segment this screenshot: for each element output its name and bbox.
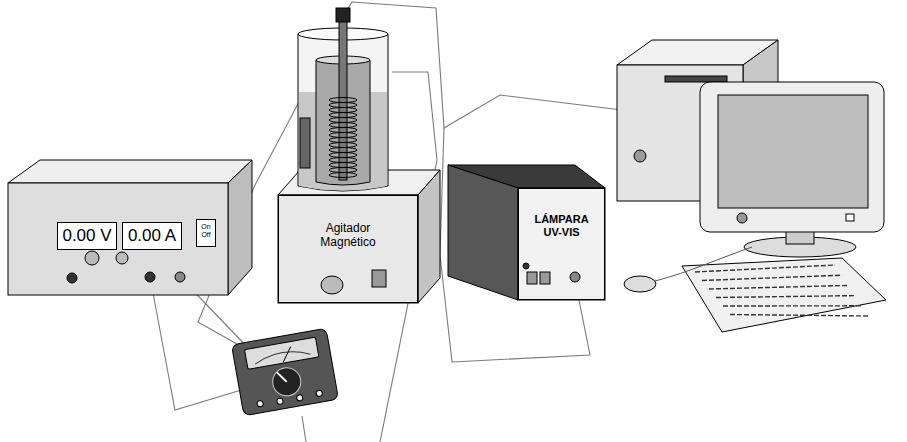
computer-tower-part: [665, 76, 727, 82]
keyboard-part: [682, 258, 886, 332]
display-reading: 0.00 A: [128, 226, 176, 246]
monitor-part: [718, 95, 868, 208]
uv-vis-lamp: [448, 165, 605, 300]
coil-electrode-part: [329, 158, 357, 163]
uv-vis-lamp-part: [527, 272, 537, 284]
coil-electrode-part: [329, 173, 357, 178]
uv-vis-lamp-part: [448, 165, 518, 300]
monitor-part: [737, 213, 747, 223]
coil-electrode-part: [329, 168, 357, 173]
beaker-cell-part: [339, 18, 347, 180]
keyboard-keys-part: [709, 285, 849, 289]
device-label: LÁMPARA UV-VIS: [527, 213, 597, 238]
mouse: [624, 247, 752, 292]
multimeter-part: [257, 400, 264, 407]
multimeter-part: [271, 366, 303, 398]
mouse-part: [655, 247, 752, 281]
magnetic-stirrer-part: [372, 270, 386, 287]
multimeter-part: [277, 398, 284, 405]
multimeter-part: [254, 348, 310, 364]
multimeter-part: [296, 394, 303, 401]
keyboard-keys-part: [702, 275, 842, 280]
monitor-part: [700, 82, 884, 232]
keyboard-keys-part: [695, 265, 835, 272]
power-switch: On Off: [196, 219, 216, 247]
keyboard-keys: [695, 265, 870, 316]
coil-electrode-part: [329, 163, 357, 168]
beaker-cell: [298, 8, 388, 191]
uv-vis-lamp-part: [518, 188, 605, 300]
multimeter-part: [231, 328, 338, 416]
uv-vis-lamp-part: [570, 272, 580, 282]
uv-vis-lamp-part: [523, 263, 529, 269]
coil-electrode-part: [329, 138, 357, 143]
power-supply-part: [85, 251, 99, 265]
mouse-part: [624, 276, 656, 292]
keyboard: [682, 258, 886, 332]
multimeter-part: [281, 347, 293, 363]
voltage-display: 0.00 V: [57, 222, 117, 250]
keyboard-keys-part: [716, 296, 856, 298]
magnetic-stirrer-part: [278, 195, 418, 303]
multimeter-part: [316, 390, 323, 397]
display-reading: 0.00 V: [62, 226, 111, 246]
monitor-part: [846, 214, 854, 221]
power-supply-part: [67, 273, 77, 283]
coil-electrode-part: [329, 98, 357, 103]
magnetic-stirrer-part: [418, 170, 440, 303]
keyboard-keys-part: [723, 305, 863, 307]
power-supply-part: [8, 160, 252, 183]
coil-electrode: [329, 98, 357, 178]
keyboard-keys-part: [730, 315, 870, 317]
device-label: Agitador Magnético: [303, 222, 393, 250]
coil-electrode-part: [329, 153, 357, 158]
coil-electrode-part: [329, 128, 357, 133]
switch-label: On Off: [199, 223, 213, 239]
coil-electrode-part: [329, 118, 357, 123]
power-supply-part: [145, 272, 155, 282]
magnetic-stirrer-part: [321, 276, 343, 294]
coil-electrode-part: [329, 113, 357, 118]
power-supply-part: [175, 272, 185, 282]
coil-electrode-part: [329, 108, 357, 113]
power-supply-part: [116, 252, 128, 264]
power-supply-part: [8, 183, 228, 295]
multimeter-part: [245, 337, 319, 369]
coil-electrode-part: [329, 103, 357, 108]
current-display: 0.00 A: [122, 222, 182, 250]
power-supply: [8, 160, 252, 295]
coil-electrode-part: [329, 123, 357, 128]
stirrer-front: Agitador Magnético: [278, 195, 418, 303]
coil-electrode-part: [329, 148, 357, 153]
monitor: [700, 82, 884, 257]
coil-electrode-part: [329, 143, 357, 148]
power-supply-part: [228, 160, 252, 295]
wire-part: [302, 416, 306, 442]
beaker-cell-part: [300, 118, 310, 168]
computer-tower-part: [634, 150, 646, 162]
multimeter: [231, 328, 338, 416]
beaker-cell-part: [336, 8, 350, 22]
coil-electrode-part: [329, 133, 357, 138]
multimeter-part: [277, 371, 287, 383]
lamp-front: LÁMPARA UV-VIS: [518, 188, 605, 300]
uv-vis-lamp-part: [540, 272, 550, 284]
